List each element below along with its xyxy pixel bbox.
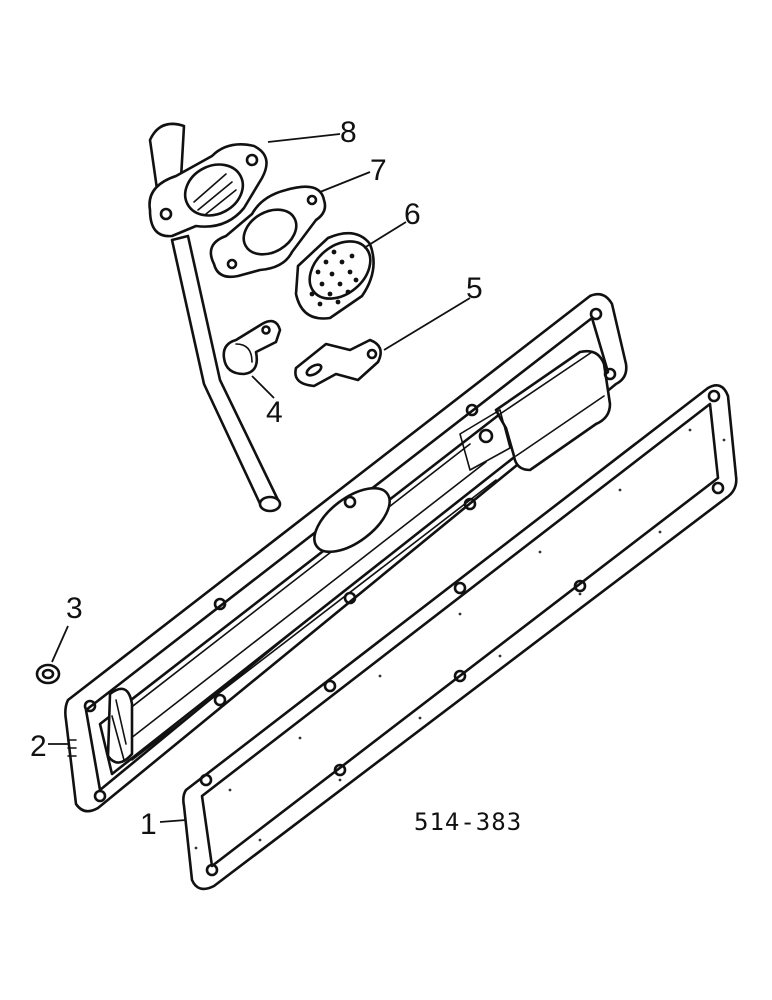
callout-7: 7 <box>370 154 387 187</box>
callout-8: 8 <box>340 116 357 149</box>
part-8-breather-pipe <box>148 122 282 513</box>
part-1-cover-gasket <box>182 384 738 891</box>
figure-reference-code: 514-383 <box>414 808 522 836</box>
leader-lines <box>48 133 471 823</box>
part-5-bracket <box>294 338 382 388</box>
callout-5: 5 <box>466 272 483 305</box>
callout-1: 1 <box>140 808 157 841</box>
callout-4: 4 <box>266 396 283 429</box>
part-7-gasket <box>209 185 327 279</box>
part-6-filter-element <box>294 231 375 320</box>
callout-6: 6 <box>404 198 421 231</box>
callout-3: 3 <box>66 592 83 625</box>
part-2-rocker-cover <box>64 292 628 813</box>
callout-2: 2 <box>30 730 47 763</box>
part-4-clip <box>222 319 282 376</box>
part-3-washer <box>35 663 61 685</box>
